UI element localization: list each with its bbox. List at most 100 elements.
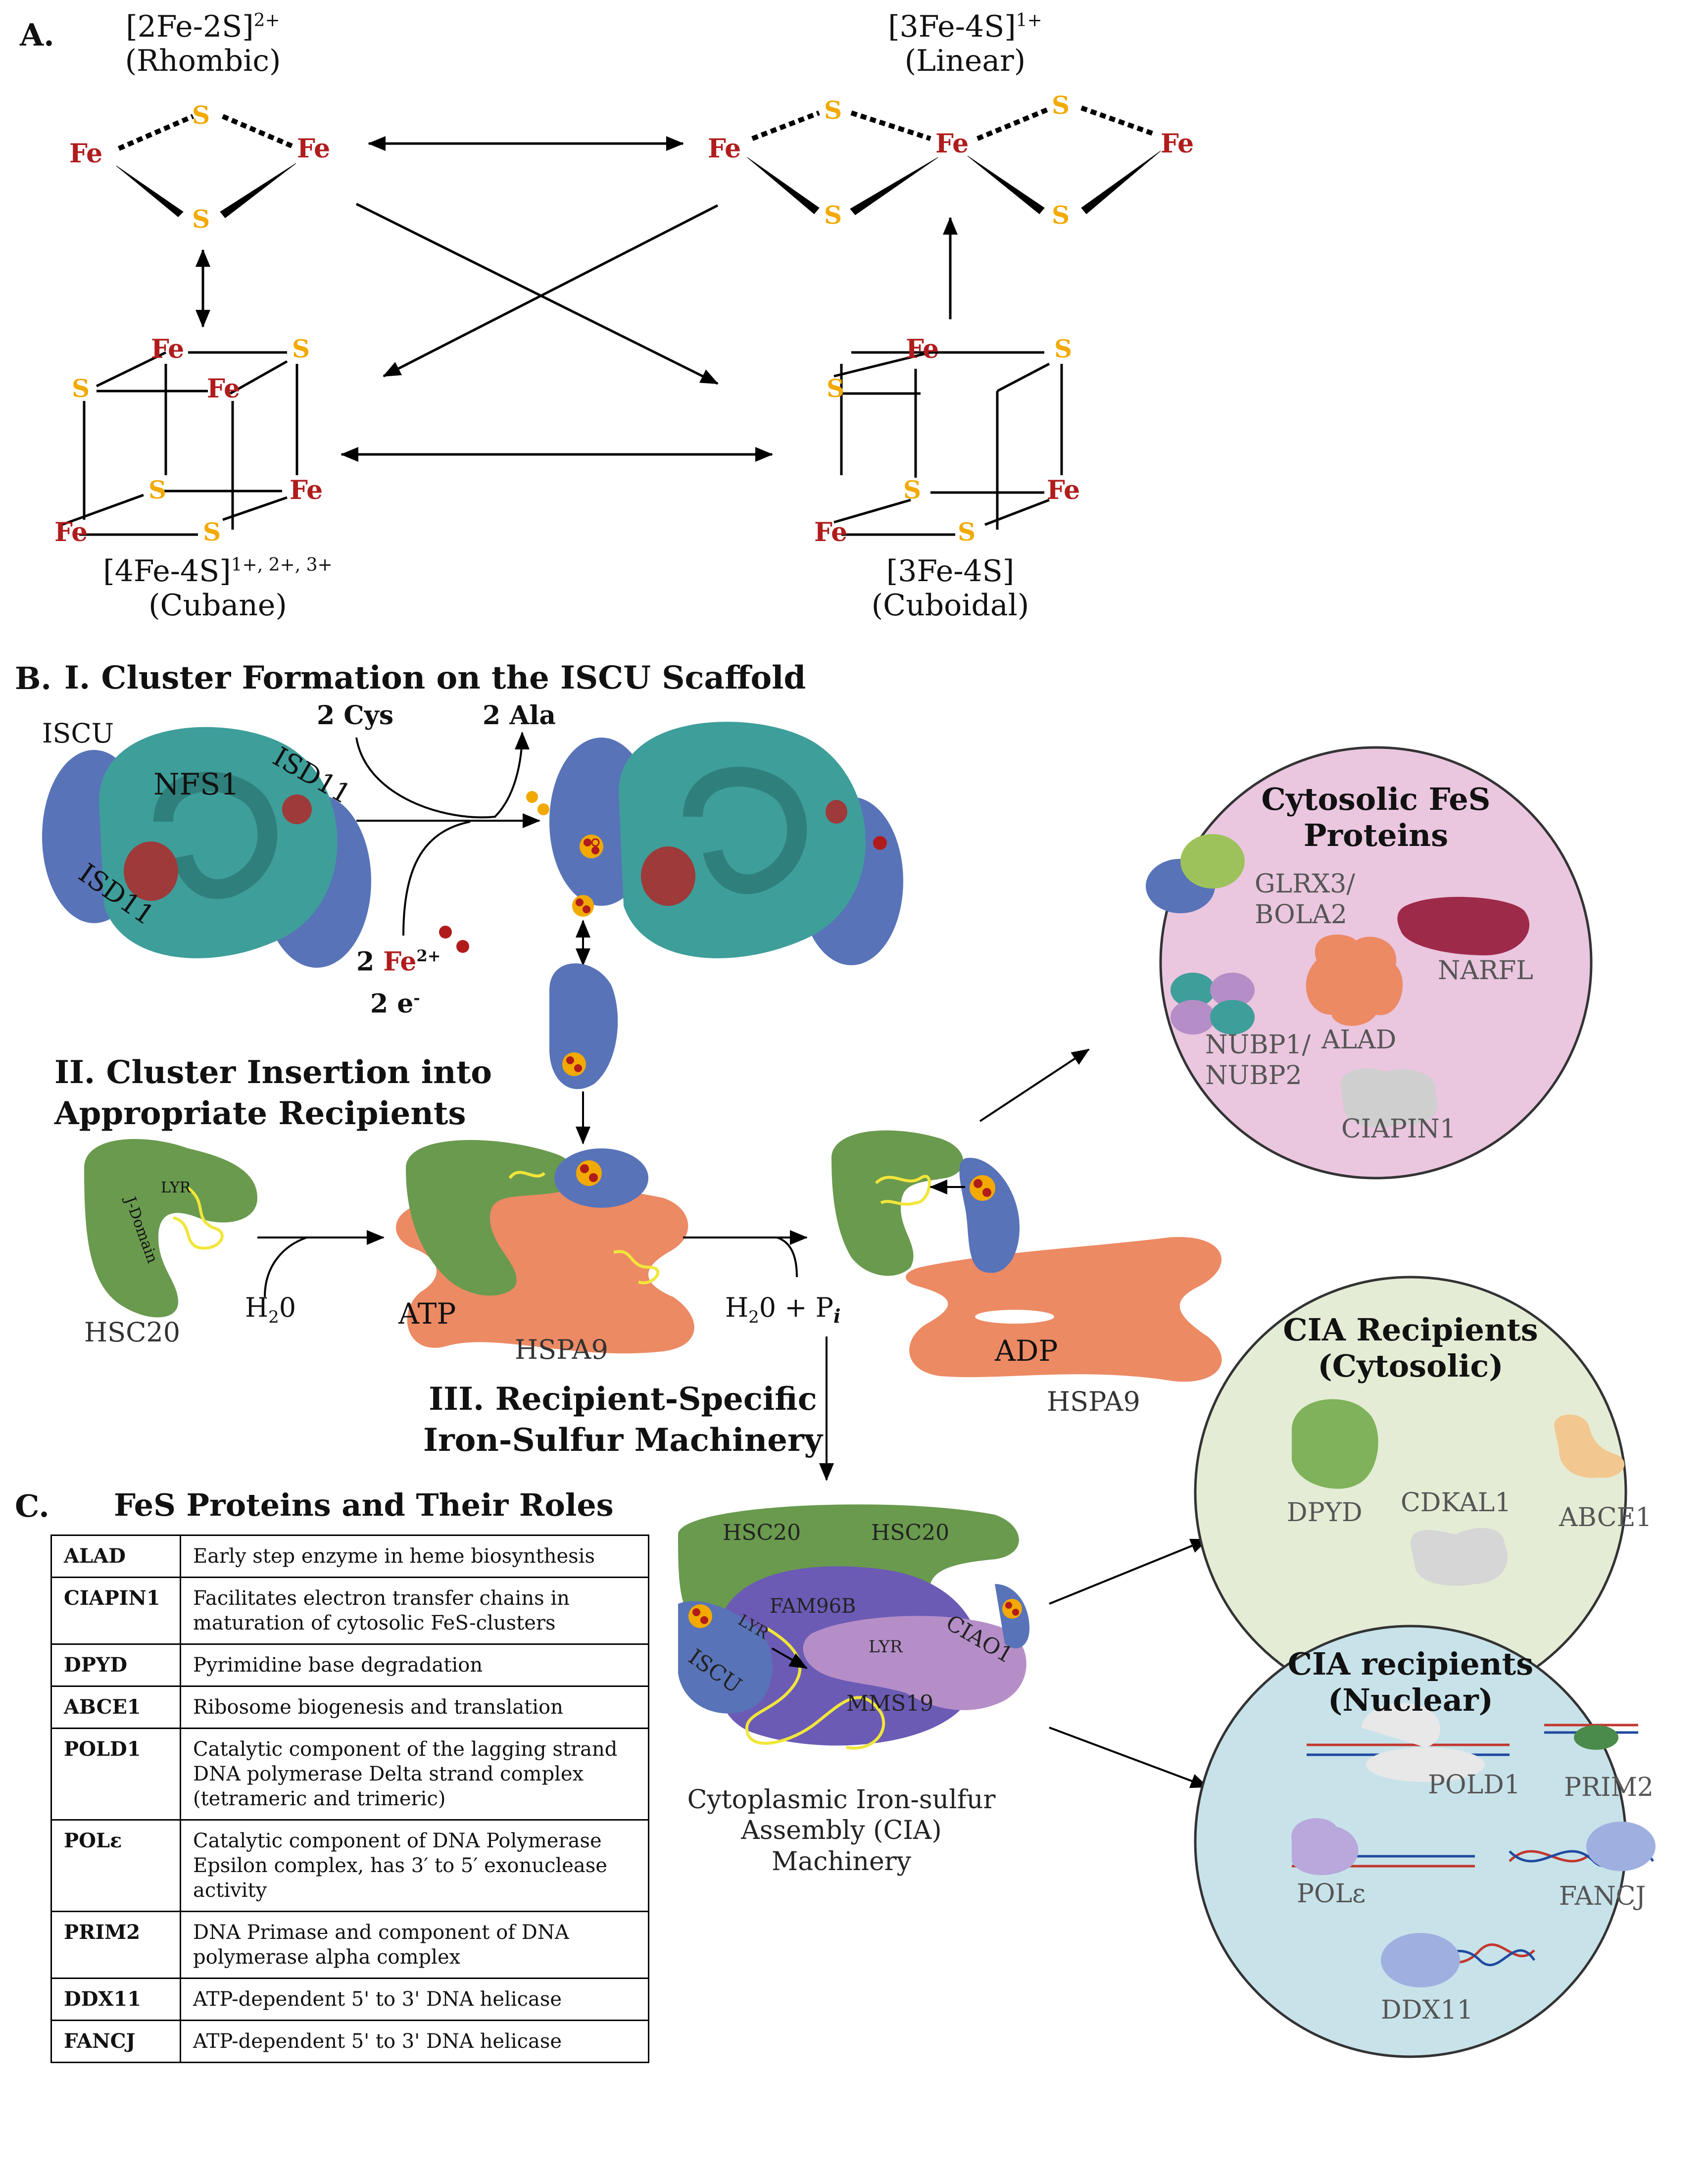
- hspa9-label-right: HSPA9: [1047, 1386, 1140, 1417]
- hsc20-lyr-label: LYR: [161, 1179, 191, 1196]
- step-i-arrows: [355, 732, 590, 1144]
- hydrolysis-i: i: [833, 1304, 841, 1327]
- water-tail: 0: [279, 1292, 296, 1323]
- protein-name-cell: FANCJ: [50, 2020, 181, 2063]
- fe-input-label: 2 Fe2+: [356, 948, 441, 975]
- cubane-fe-1: Fe: [151, 334, 185, 364]
- protein-role-cell: Early step enzyme in heme biosynthesis: [180, 1534, 649, 1578]
- cytosolic-title-1: Cytosolic FeS: [1261, 781, 1491, 817]
- electron-label: 2 e-: [370, 990, 420, 1017]
- adp-label: ADP: [995, 1334, 1058, 1368]
- fe-input-charge: 2+: [416, 946, 441, 965]
- cytosolic-protein-blobs: [1146, 834, 1530, 1128]
- nubp2-label: NUBP2: [1205, 1061, 1302, 1091]
- linear-label: [3Fe-4S]1+ (Linear): [866, 10, 1064, 78]
- cubane-name: (Cubane): [148, 588, 287, 623]
- ciapin1-label: CIAPIN1: [1341, 1114, 1456, 1144]
- cys-label: 2 Cys: [317, 700, 394, 731]
- fe-count: 2: [356, 946, 375, 977]
- cia-cytosolic-blobs: [1292, 1399, 1625, 1586]
- glrx3-label: GLRX3/: [1255, 869, 1355, 899]
- cia-cyto-title: CIA Recipients (Cytosolic): [1252, 1312, 1569, 1384]
- cubane-charge: 1+, 2+, 3+: [231, 555, 333, 575]
- cia-caption-2: Assembly (CIA): [741, 1816, 942, 1846]
- cdkal1-label: CDKAL1: [1401, 1488, 1512, 1518]
- cia-nuclear-blobs: [1291, 1703, 1656, 1987]
- cubane-s-4: S: [203, 517, 221, 546]
- cia-caption-1: Cytoplasmic Iron-sulfur: [687, 1785, 996, 1815]
- cia-nuc-title-1: CIA recipients: [1287, 1646, 1534, 1682]
- protein-name-cell: POLD1: [50, 1728, 181, 1821]
- recipient-circles: [1159, 746, 1627, 2058]
- nfs1-label: NFS1: [153, 767, 240, 802]
- alad-label: ALAD: [1321, 1025, 1397, 1055]
- protein-role-cell: ATP-dependent 5' to 3' DNA helicase: [180, 1978, 649, 2021]
- hydrolysis-h: H: [725, 1292, 749, 1323]
- step2-line2: Appropriate Recipients: [54, 1095, 466, 1133]
- rhombic-fe-right: Fe: [297, 134, 331, 164]
- cytosolic-title: Cytosolic FeS Proteins: [1218, 781, 1534, 853]
- cia-caption-3: Machinery: [772, 1846, 911, 1877]
- cia-fam96b: FAM96B: [770, 1595, 856, 1618]
- step2-title: II. Cluster Insertion into Appropriate R…: [54, 1052, 492, 1134]
- cubane-fe-3: Fe: [290, 475, 323, 505]
- protein-role-cell: DNA Primase and component of DNA polymer…: [180, 1911, 649, 1979]
- panel-c-title: FeS Proteins and Their Roles: [114, 1487, 614, 1523]
- rhombic-formula: [2Fe-2S]: [126, 9, 254, 44]
- linear-s-bottom-2: S: [1052, 200, 1070, 230]
- step3-line1: III. Recipient-Specific: [429, 1381, 817, 1418]
- linear-fe-left: Fe: [708, 134, 741, 164]
- protein-role-cell: Facilitates electron transfer chains in …: [180, 1577, 649, 1645]
- cia-hsc20-right: HSC20: [871, 1520, 950, 1545]
- protein-name-cell: CIAPIN1: [50, 1577, 181, 1645]
- protein-role-cell: Pyrimidine base degradation: [180, 1643, 649, 1687]
- linear-s-top-1: S: [824, 96, 842, 125]
- cia-cyto-title-1: CIA Recipients: [1283, 1312, 1538, 1348]
- abce1-label: ABCE1: [1559, 1503, 1652, 1533]
- cuboidal-formula: [3Fe-4S]: [886, 554, 1015, 589]
- cuboidal-fe-1: Fe: [906, 334, 939, 364]
- cubane-s-3: S: [148, 475, 167, 504]
- fancj-label: FANCJ: [1559, 1881, 1646, 1911]
- rhombic-s-bottom: S: [192, 204, 210, 234]
- electron-count: 2 e: [370, 989, 414, 1019]
- nubp-label: NUBP1/ NUBP2: [1205, 1030, 1311, 1091]
- hspa9-complex-adp: [831, 1130, 1222, 1382]
- protein-name-cell: DPYD: [50, 1643, 181, 1687]
- cia-lyr-2: LYR: [869, 1637, 903, 1657]
- step2-line1: II. Cluster Insertion into: [54, 1054, 492, 1091]
- linear-fe-center: Fe: [935, 129, 969, 159]
- hspa9-label-middle: HSPA9: [515, 1334, 608, 1365]
- protein-name-cell: ALAD: [50, 1534, 181, 1578]
- cia-cyto-title-2: (Cytosolic): [1318, 1348, 1504, 1385]
- water-sub: 2: [268, 1307, 279, 1327]
- cuboidal-label: [3Fe-4S] (Cuboidal): [841, 554, 1059, 623]
- protein-name-cell: POLε: [50, 1819, 181, 1912]
- hsc20-left: [84, 1138, 257, 1318]
- glrx3-bola2-label: GLRX3/ BOLA2: [1255, 869, 1355, 931]
- hsc20-label: HSC20: [84, 1317, 181, 1348]
- panel-b-letter: B.: [15, 660, 51, 696]
- cia-nuc-title: CIA recipients (Nuclear): [1252, 1646, 1569, 1718]
- cytosolic-title-2: Proteins: [1303, 817, 1449, 854]
- bola2-label: BOLA2: [1255, 900, 1347, 930]
- cia-nuc-title-2: (Nuclear): [1327, 1682, 1493, 1719]
- iscu-nfs1-complex-left: [42, 727, 371, 968]
- dpyd-label: DPYD: [1287, 1498, 1363, 1528]
- hydrolysis-tail: 0 + P: [759, 1292, 834, 1323]
- rhombic-charge: 2+: [253, 10, 280, 31]
- cubane-s-1: S: [292, 334, 310, 363]
- electron-sign: -: [413, 989, 420, 1007]
- linear-s-top-2: S: [1052, 91, 1070, 120]
- step3-line2: Iron-Sulfur Machinery: [423, 1422, 823, 1459]
- iscu-monomer-loaded: [549, 963, 618, 1089]
- linear-charge: 1+: [1016, 10, 1042, 31]
